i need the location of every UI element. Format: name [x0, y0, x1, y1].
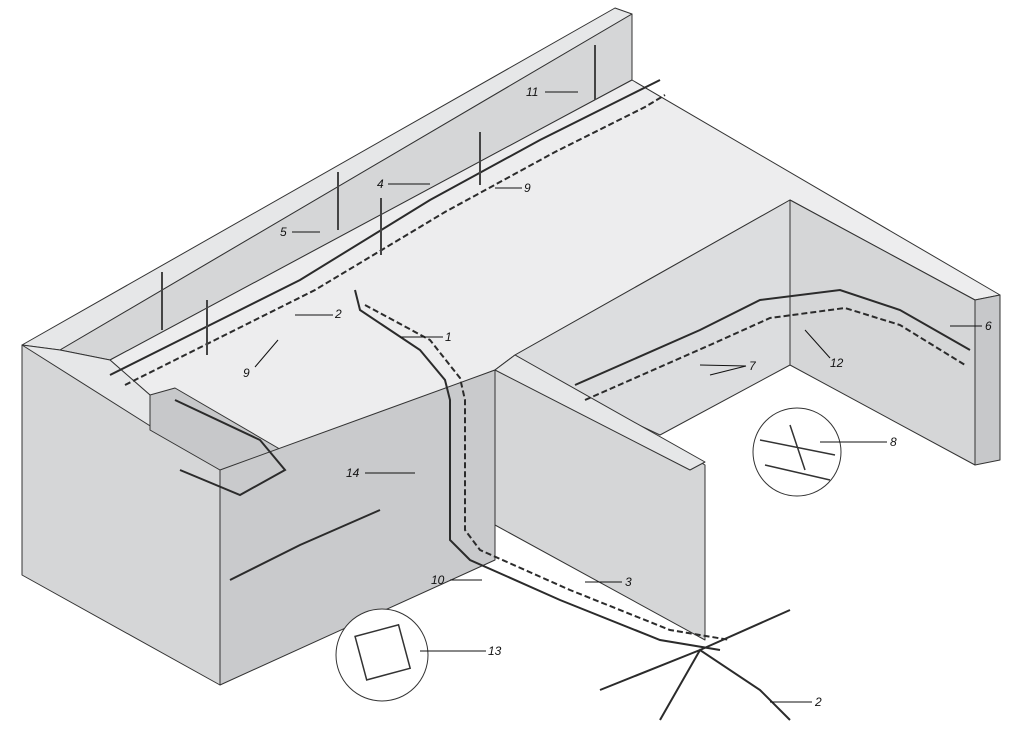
callout-10: 10: [431, 573, 445, 587]
callout-1: 1: [445, 330, 452, 344]
callout-9: 9: [524, 181, 531, 195]
tray-wall-left: [229, 509, 381, 581]
tray-cross: [599, 609, 791, 721]
corridor-wall-top: [494, 354, 706, 471]
right-wall-top: [974, 294, 1001, 466]
tray-branch: [354, 289, 721, 651]
threaded-rods: [161, 45, 596, 355]
detail-circle-8: [752, 407, 842, 497]
callout-13: 13: [488, 644, 502, 658]
callout-7: 7: [749, 359, 756, 373]
tray-right-room-inner: [584, 306, 966, 401]
callout-4: 4: [377, 177, 384, 191]
leader-lines: [254, 91, 982, 703]
tray-main-inner: [124, 94, 666, 386]
callout-9-lower: 9: [243, 366, 250, 380]
detail-circle-13: [335, 608, 429, 702]
callout-3: 3: [625, 575, 632, 589]
callout-12: 12: [830, 356, 844, 370]
tray-branch-inner: [364, 304, 731, 641]
callout-8: 8: [890, 435, 897, 449]
callout-14: 14: [346, 466, 360, 480]
cable-trays: [109, 79, 971, 721]
callout-11: 11: [526, 85, 539, 99]
tray-right-room: [574, 288, 971, 386]
callout-2: 2: [335, 307, 342, 321]
corridor-left-wall: [219, 369, 496, 686]
tray-main: [109, 79, 661, 376]
tray-niche: [174, 399, 287, 497]
callout-6: 6: [985, 319, 992, 333]
callout-2-lower: 2: [815, 695, 822, 709]
callout-5: 5: [280, 225, 287, 239]
